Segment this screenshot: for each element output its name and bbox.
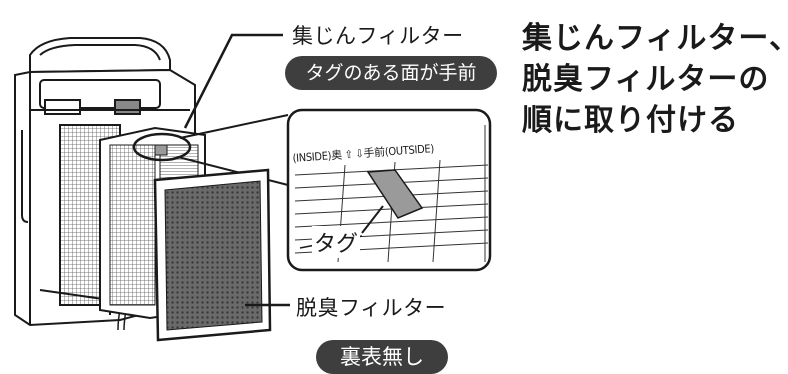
filter-tag [154, 144, 168, 156]
dust-filter-badge: タグのある面が手前 [285, 56, 497, 90]
tag-label: タグ [312, 226, 361, 258]
dust-filter-label: 集じんフィルター [292, 24, 464, 48]
instruction-line-2: 脱臭フィルターの [522, 62, 770, 97]
deodorizing-filter-badge: 裏表無し [316, 340, 448, 374]
deodorizing-filter [153, 168, 272, 342]
dust-filter-leader-line [183, 33, 283, 129]
tag-callout-ellipse [132, 132, 192, 162]
instruction-line-3: 順に取り付ける [522, 103, 739, 138]
detail-tag-shape [366, 169, 424, 219]
instruction-line-1: 集じんフィルター、 [522, 21, 788, 56]
instruction-heading: 集じんフィルター、 脱臭フィルターの 順に取り付ける [522, 18, 788, 141]
deodorizing-filter-label: 脱臭フィルター [296, 296, 447, 320]
